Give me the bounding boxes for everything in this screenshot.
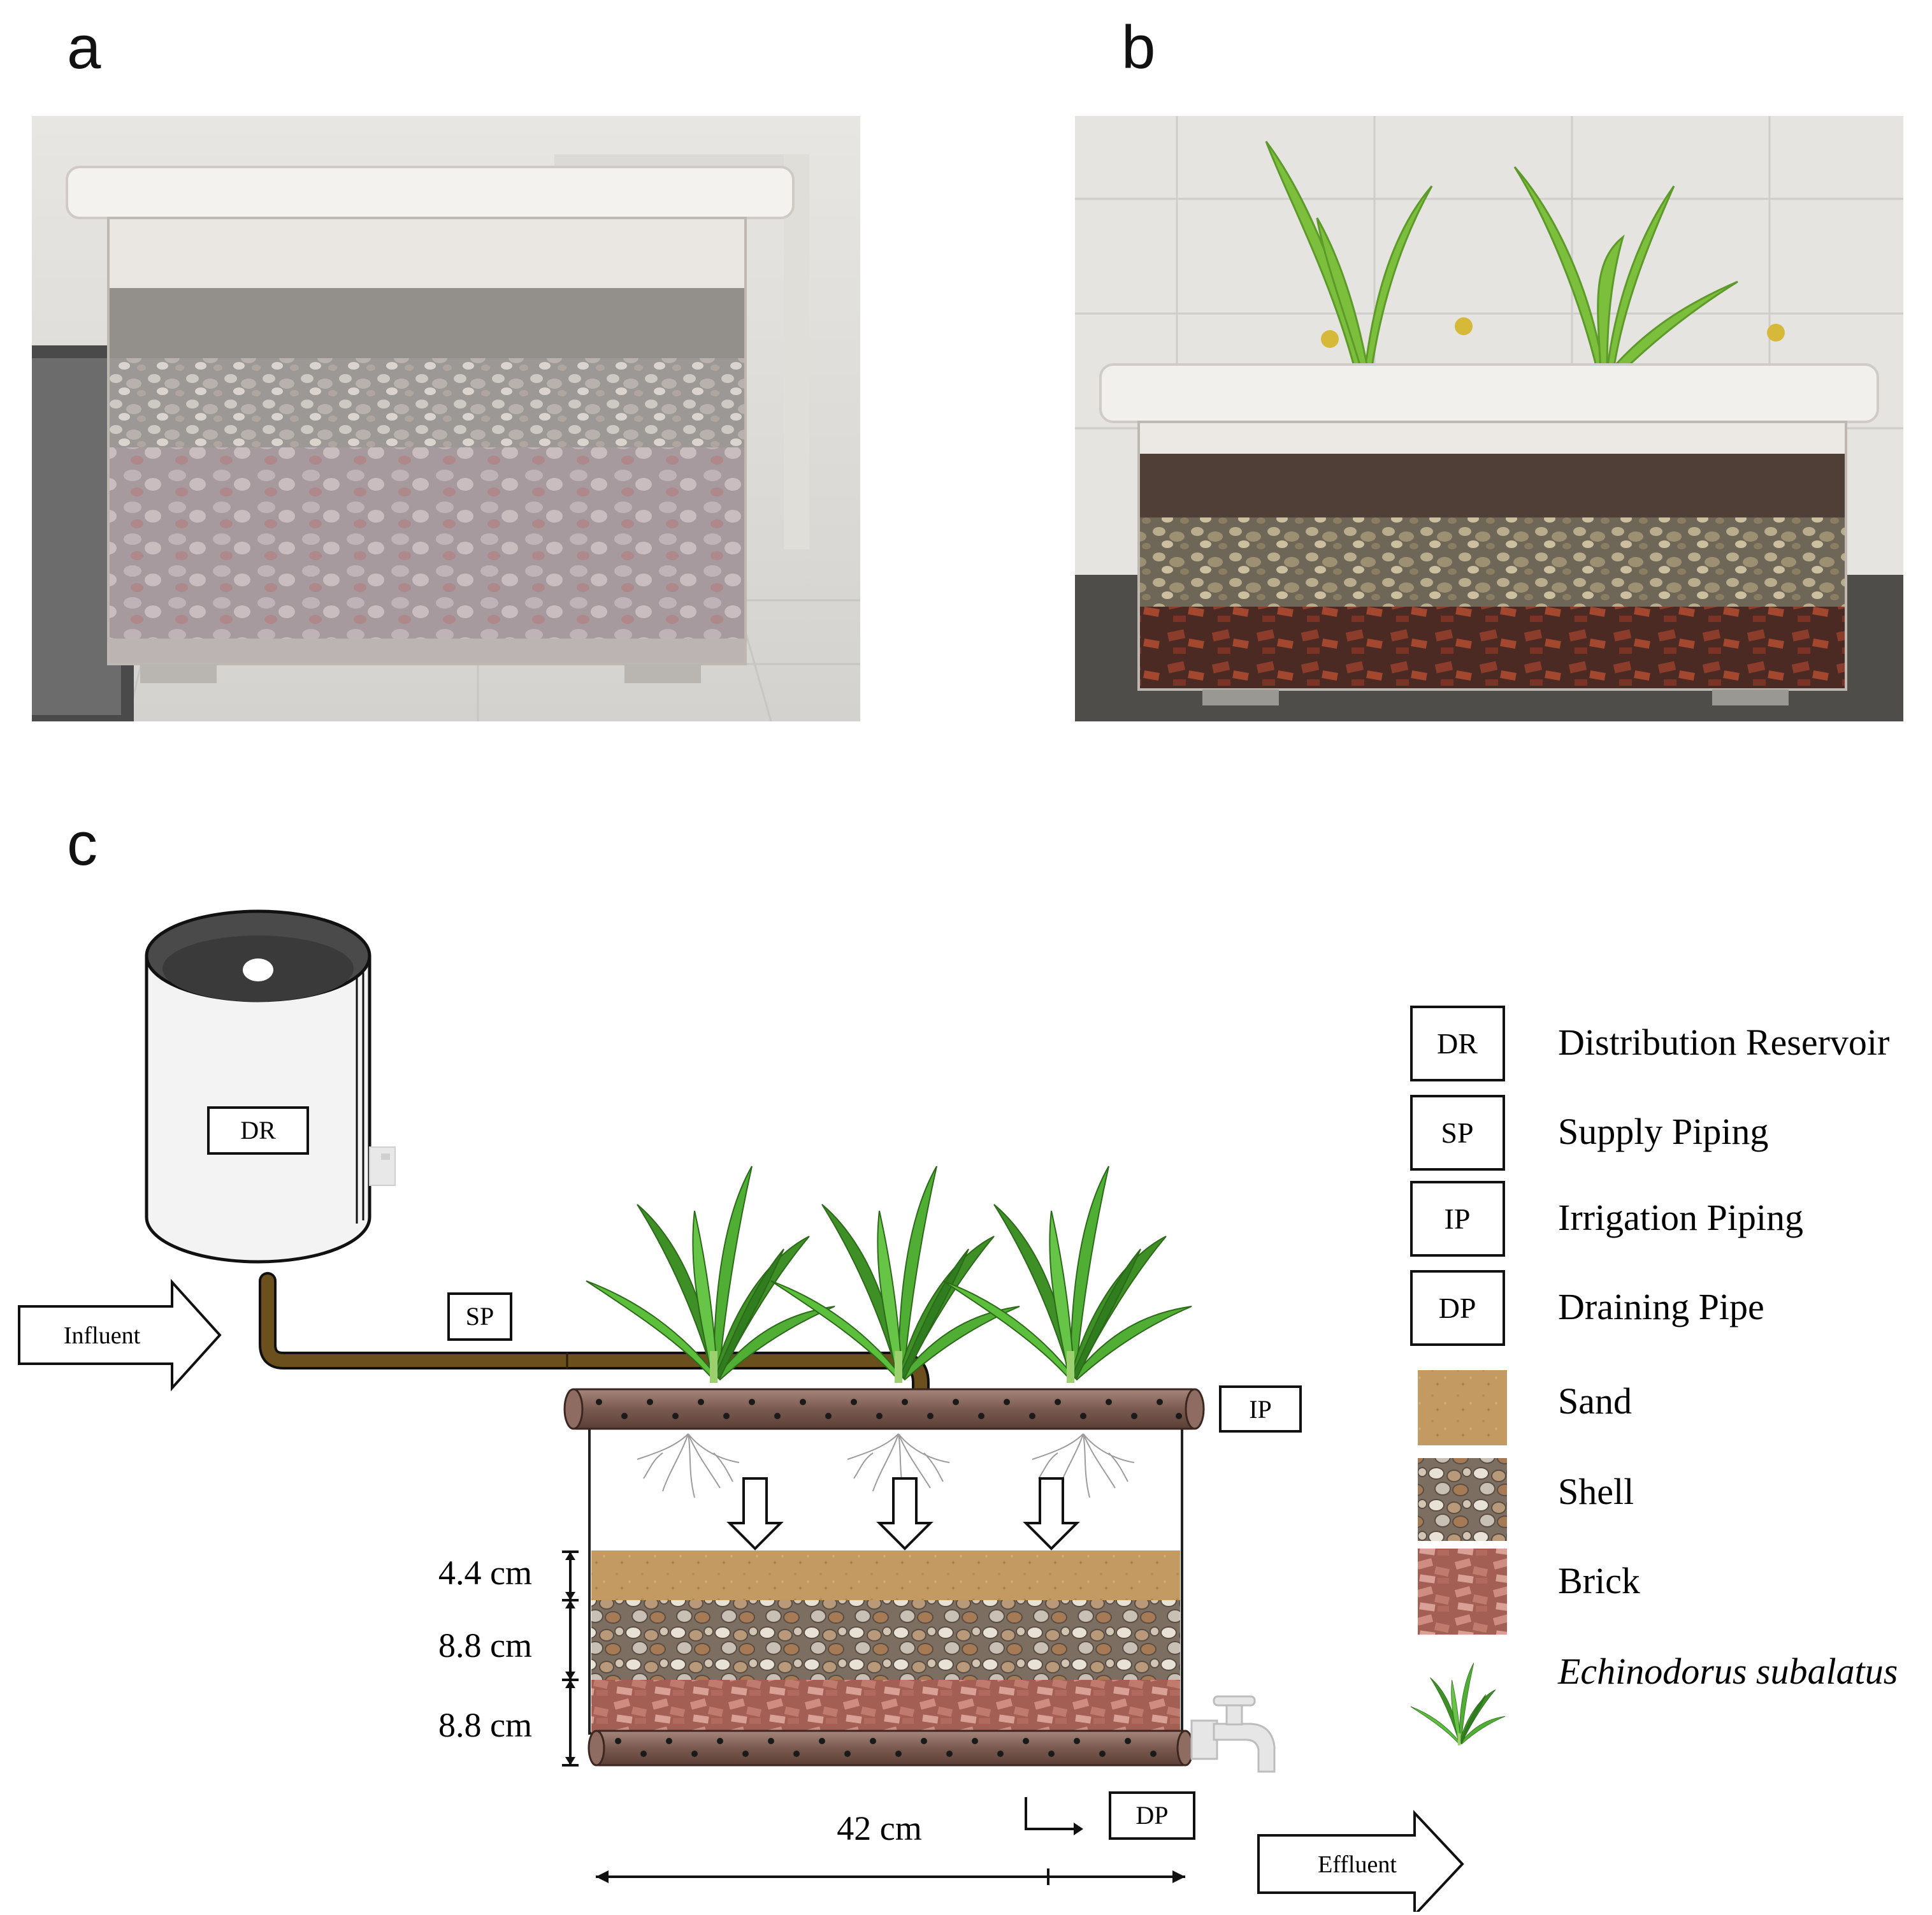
brick-layer bbox=[591, 1680, 1180, 1734]
legend: DR Distribution Reservoir SP Supply Pipi… bbox=[1410, 1006, 1898, 1746]
horizontal-dimension-line bbox=[596, 1868, 1185, 1885]
effluent-arrow bbox=[1257, 1809, 1464, 1912]
legend-swatch-brick bbox=[1418, 1549, 1507, 1635]
photo-b-planted-wetland bbox=[1075, 116, 1903, 721]
legend-code-dp: DP bbox=[1439, 1292, 1476, 1324]
brick-height-label: 8.8 cm bbox=[438, 1706, 532, 1744]
plant-2 bbox=[770, 1166, 1020, 1384]
dp-label-box bbox=[1109, 1791, 1195, 1840]
irrigation-pipe bbox=[566, 1388, 1202, 1430]
shell-layer bbox=[591, 1600, 1180, 1680]
distribution-reservoir bbox=[145, 909, 396, 1264]
ip-label-box bbox=[1219, 1385, 1302, 1433]
dp-label: DP bbox=[1135, 1801, 1168, 1830]
panel-label-a: a bbox=[67, 13, 101, 82]
wetland-schematic: DR SP Influent IP bbox=[18, 909, 1898, 1912]
legend-code-dr: DR bbox=[1437, 1027, 1478, 1060]
sp-label: SP bbox=[466, 1302, 494, 1331]
legend-label-ip: Irrigation Piping bbox=[1558, 1197, 1803, 1238]
influent-arrow bbox=[18, 1278, 222, 1392]
legend-code-ip: IP bbox=[1445, 1203, 1471, 1235]
legend-label-plant: Echinodorus subalatus bbox=[1557, 1651, 1898, 1692]
plant-1 bbox=[586, 1166, 835, 1384]
ip-label: IP bbox=[1249, 1395, 1272, 1424]
effluent-label: Effluent bbox=[1318, 1851, 1397, 1878]
sand-layer bbox=[591, 1550, 1180, 1600]
photo-a-empty-wetland bbox=[32, 116, 860, 721]
shell-height-label: 8.8 cm bbox=[438, 1626, 532, 1665]
sand-height-label: 4.4 cm bbox=[438, 1554, 532, 1592]
irrigation-holes bbox=[596, 1399, 1182, 1419]
legend-swatch-sand bbox=[1418, 1370, 1507, 1445]
panel-label-c: c bbox=[67, 810, 97, 878]
plant-3 bbox=[942, 1166, 1192, 1384]
legend-label-dp: Draining Pipe bbox=[1558, 1286, 1764, 1327]
dr-label-box bbox=[207, 1106, 309, 1155]
legend-swatch-shell bbox=[1418, 1458, 1507, 1541]
supply-pipe bbox=[261, 1275, 927, 1396]
vertical-dimension-lines bbox=[562, 1550, 579, 1767]
sp-label-box bbox=[447, 1292, 512, 1341]
dr-label: DR bbox=[240, 1116, 276, 1145]
legend-plant-icon bbox=[1410, 1663, 1506, 1746]
draining-pipe bbox=[590, 1730, 1192, 1767]
faucet bbox=[1190, 1695, 1276, 1773]
width-label: 42 cm bbox=[837, 1809, 921, 1847]
legend-label-shell: Shell bbox=[1558, 1471, 1634, 1512]
legend-code-sp: SP bbox=[1441, 1116, 1473, 1149]
panel-label-b: b bbox=[1121, 13, 1156, 82]
legend-label-sp: Supply Piping bbox=[1558, 1111, 1768, 1152]
legend-label-brick: Brick bbox=[1558, 1560, 1640, 1601]
legend-label-sand: Sand bbox=[1558, 1380, 1632, 1422]
influent-label: Influent bbox=[64, 1322, 141, 1349]
legend-label-dr: Distribution Reservoir bbox=[1558, 1022, 1889, 1063]
